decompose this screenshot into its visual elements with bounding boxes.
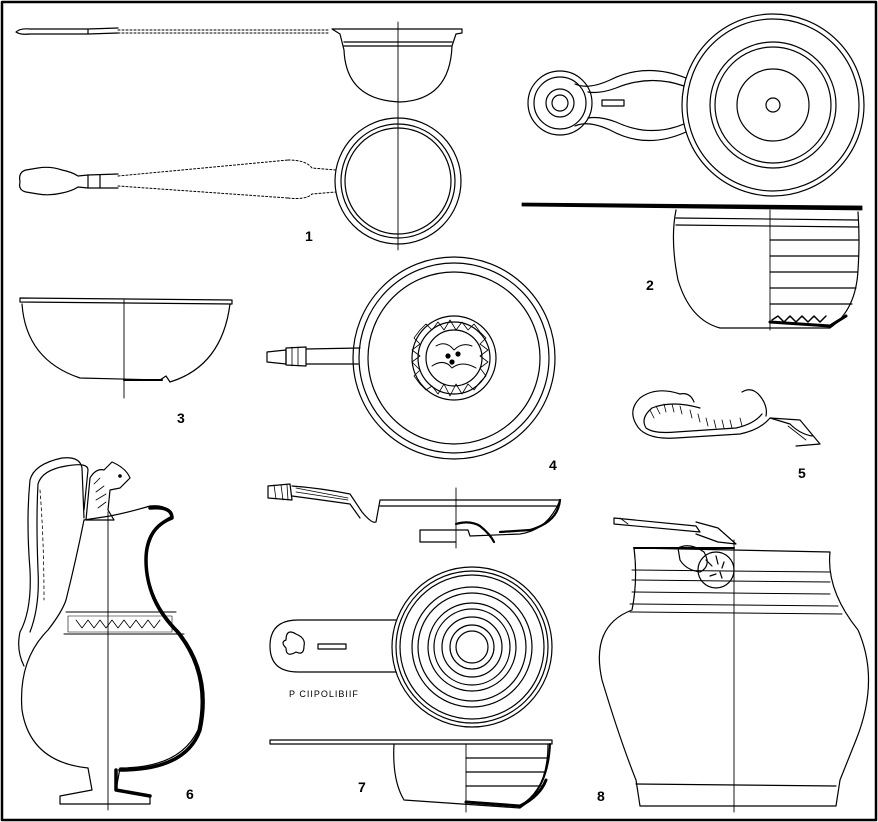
figure-4-number: 4 [549, 457, 557, 473]
figure-3-bowl [19, 297, 233, 399]
figure-5-handle-fragment [632, 389, 821, 447]
figure-1-strainer-ladle [15, 21, 463, 251]
figure-5-number: 5 [798, 465, 806, 481]
figure-1-number: 1 [305, 228, 313, 244]
figure-7-number: 7 [358, 779, 366, 795]
figure-6-jug [18, 457, 205, 811]
figure-8-jar [598, 517, 870, 813]
figure-7-saucepan [269, 566, 553, 813]
figure-2-number: 2 [646, 277, 654, 293]
maker-stamp: P CIIPOLIBIIF [289, 689, 359, 699]
figure-4-patera [266, 256, 562, 549]
figure-2-patera [521, 13, 865, 331]
figure-3-number: 3 [177, 410, 185, 426]
figure-6-number: 6 [186, 786, 194, 802]
figure-8-number: 8 [597, 788, 605, 804]
